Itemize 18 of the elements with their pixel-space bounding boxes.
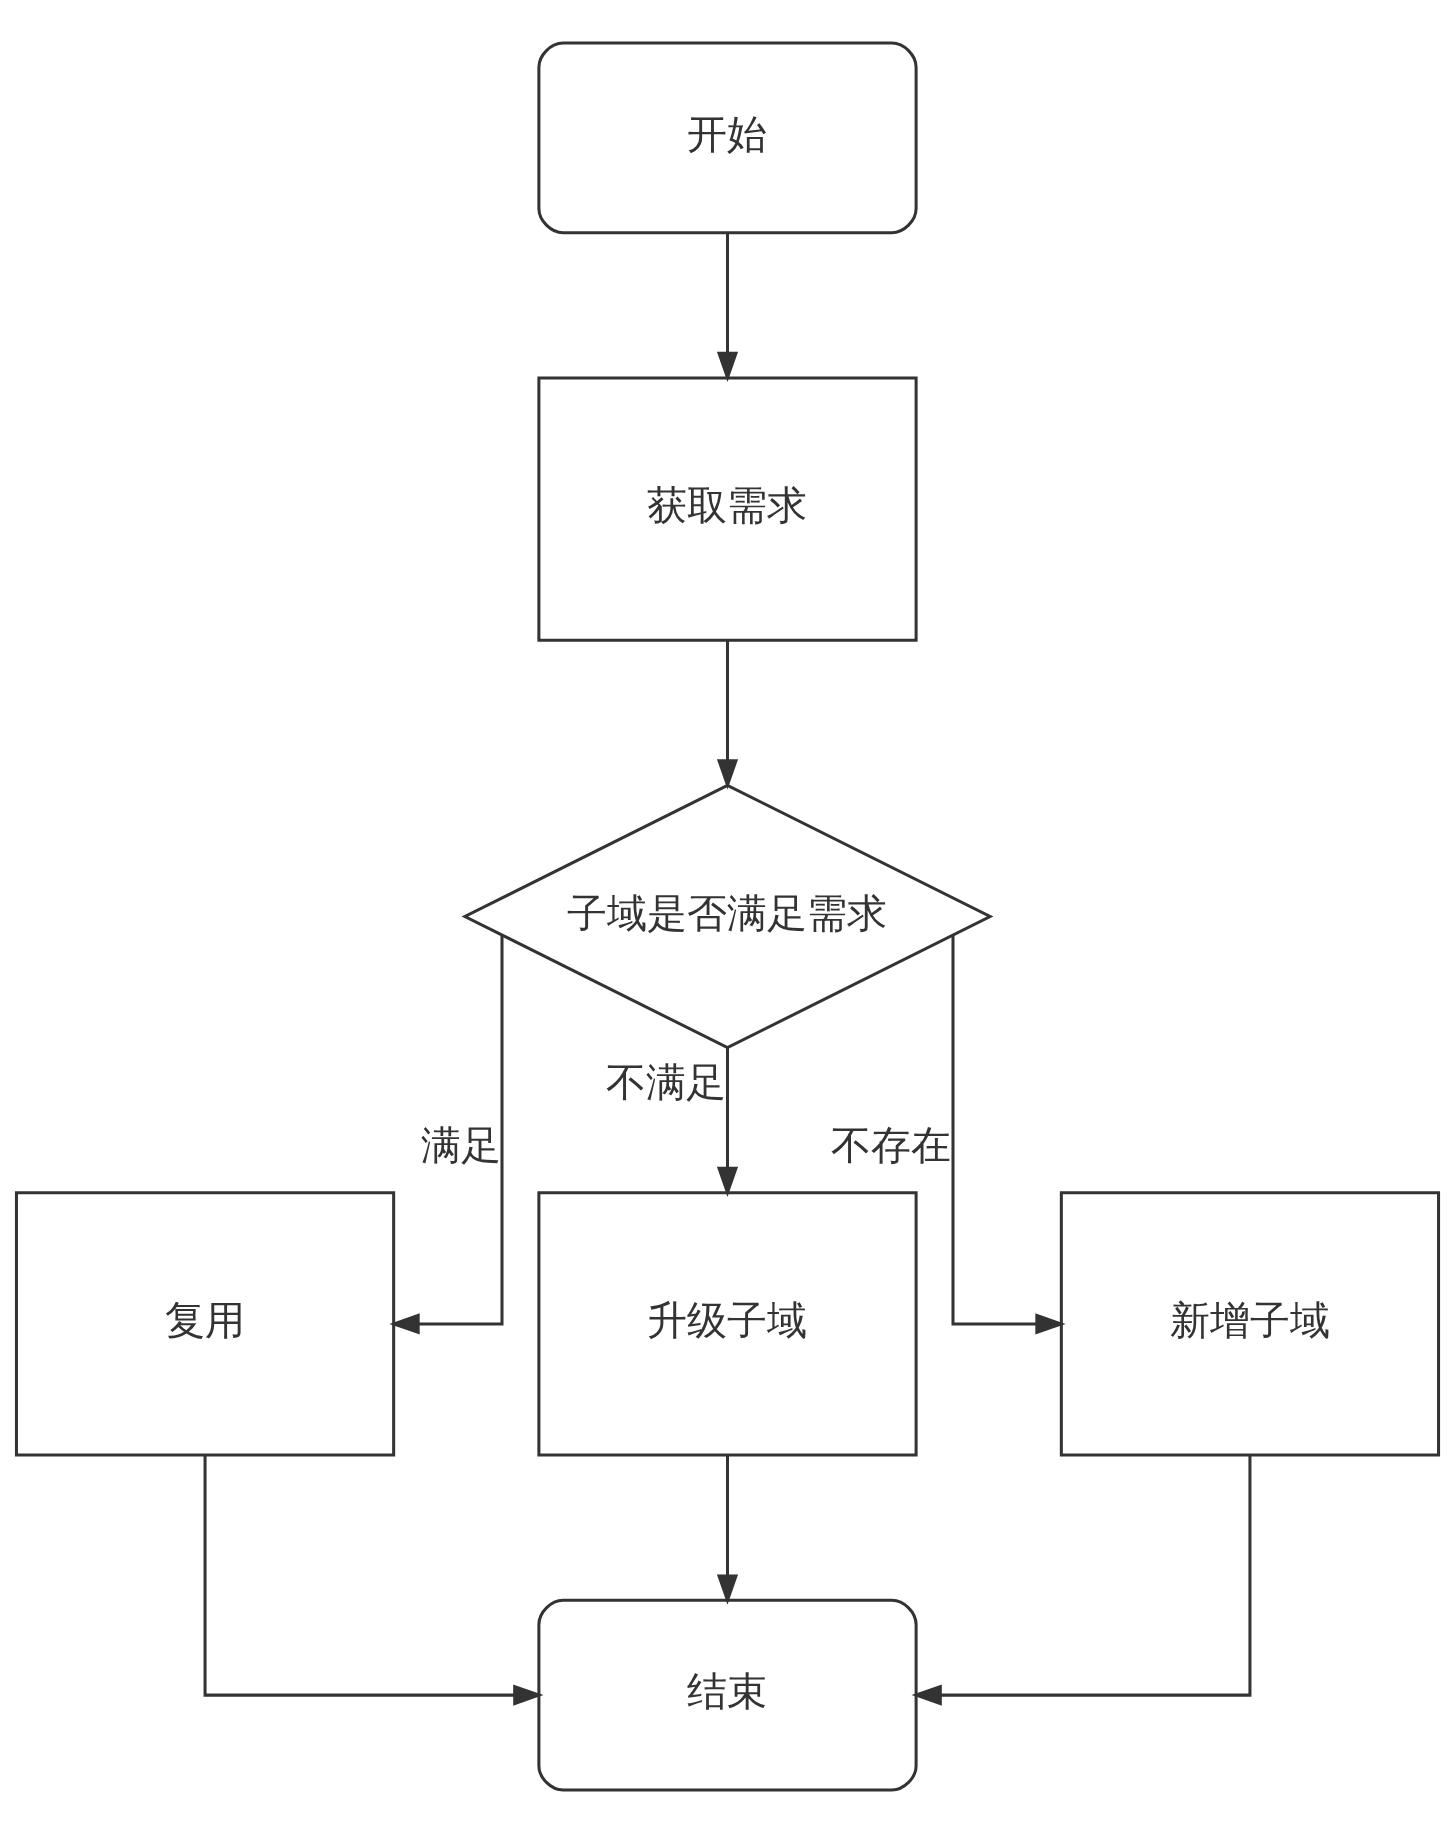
arrow [389, 935, 504, 1335]
edge-label: 不存在 [831, 1122, 952, 1170]
arrow [911, 1455, 1252, 1706]
arrow [951, 935, 1066, 1335]
node-box: 新增子域 [1059, 1191, 1441, 1457]
arrow [716, 233, 739, 382]
arrow [716, 1047, 739, 1197]
node-box: 获取需求 [537, 376, 918, 642]
arrow [203, 1455, 544, 1706]
edge-label: 满足 [420, 1122, 501, 1170]
node-box: 升级子域 [537, 1191, 918, 1457]
node-box: 复用 [14, 1191, 396, 1457]
node-box: 结束 [537, 1598, 918, 1792]
node-box: 开始 [537, 41, 918, 235]
arrow [716, 1455, 739, 1605]
edge-label: 不满足 [605, 1058, 726, 1106]
arrow [716, 640, 739, 790]
node-diamond: 子域是否满足需求 [461, 783, 994, 1050]
